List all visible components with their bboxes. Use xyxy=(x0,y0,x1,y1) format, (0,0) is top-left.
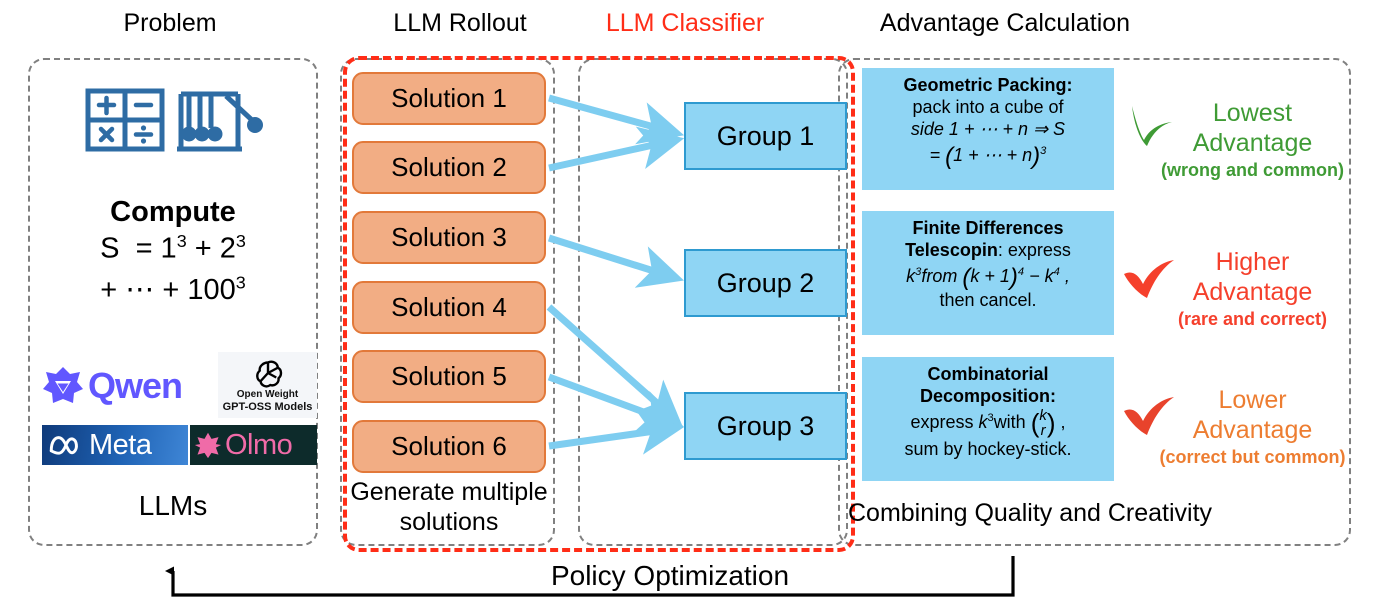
qwen-logo: Qwen xyxy=(42,360,210,412)
olmo-logo: Olmo xyxy=(190,425,317,465)
olmo-mark-icon xyxy=(194,432,222,459)
advantage-body-1-line1: pack into a cube of xyxy=(912,97,1064,117)
calculator-icon xyxy=(85,88,165,152)
meta-logo-text: Meta xyxy=(89,428,152,461)
solution-box-3[interactable]: Solution 3 xyxy=(352,211,546,264)
meta-infinity-icon xyxy=(49,436,78,455)
meta-logo: Meta xyxy=(42,425,188,465)
group-box-2[interactable]: Group 2 xyxy=(684,249,847,317)
header-llm-classifier: LLM Classifier xyxy=(605,9,765,37)
olmo-logo-text: Olmo xyxy=(225,428,293,461)
qwen-logo-text: Qwen xyxy=(88,365,183,406)
advantage-title-3b: Decomposition: xyxy=(919,386,1056,406)
advantage-explanation-2: Finite Differences Telescopin: express k… xyxy=(862,211,1114,335)
advantage-body-1-line3: = (1 + ⋯ + n)3 xyxy=(929,143,1047,170)
advantage-title-3: Combinatorial xyxy=(927,364,1049,384)
advantage-label-3-sub: (correct but common) xyxy=(1159,447,1346,467)
qwen-mark-icon xyxy=(43,367,83,403)
advantage-body-2-line3: then cancel. xyxy=(939,290,1037,310)
advantage-title-2b: Telescopin: express xyxy=(870,239,1106,261)
problem-formula-line1: S = 13 + 23 xyxy=(100,231,246,265)
advantage-label-1-line1: Lowest xyxy=(1212,99,1293,127)
problem-compute-label: Compute xyxy=(110,196,236,228)
advantage-label-3: Lower Advantage (correct but common) xyxy=(1150,385,1355,469)
solution-box-1[interactable]: Solution 1 xyxy=(352,72,546,125)
solution-box-6[interactable]: Solution 6 xyxy=(352,420,546,473)
advantage-title-2: Finite Differences xyxy=(912,218,1064,238)
advantage-label-1-sub: (wrong and common) xyxy=(1161,160,1344,180)
gpt-oss-line2: GPT-OSS Models xyxy=(222,400,313,413)
advantage-label-3-line1: Lower xyxy=(1218,386,1287,414)
red-check-icon xyxy=(1122,258,1178,314)
advantage-label-2-line2: Advantage xyxy=(1192,278,1313,306)
advantage-body-1-line2: side 1 + ⋯ + n ⇒ S xyxy=(910,119,1066,139)
panel-llm-classifier-boundary xyxy=(343,56,855,552)
advantage-label-2-sub: (rare and correct) xyxy=(1177,309,1328,329)
header-problem: Problem xyxy=(123,9,217,37)
advantage-explanation-1: Geometric Packing: pack into a cube of s… xyxy=(862,68,1114,190)
advantage-label-2-line1: Higher xyxy=(1215,248,1290,276)
advantage-explanation-3: Combinatorial Decomposition: express k3w… xyxy=(862,357,1114,481)
advantage-label-2: Higher Advantage (rare and correct) xyxy=(1150,247,1355,331)
newtons-cradle-icon xyxy=(177,91,263,152)
solution-box-5[interactable]: Solution 5 xyxy=(352,350,546,403)
advantage-body-3-line2: sum by hockey-stick. xyxy=(904,439,1072,460)
rollout-caption: Generate multiple solutions xyxy=(350,478,548,536)
panel-problem xyxy=(28,58,318,546)
openai-mark-icon xyxy=(255,360,282,388)
gpt-oss-logo: Open Weight GPT-OSS Models xyxy=(218,352,317,418)
policy-optimization-label: Policy Optimization xyxy=(550,560,790,591)
advantage-title-1: Geometric Packing: xyxy=(903,75,1073,95)
advantage-label-3-line2: Advantage xyxy=(1192,416,1313,444)
header-advantage-calculation: Advantage Calculation xyxy=(879,9,1131,37)
solution-box-4[interactable]: Solution 4 xyxy=(352,281,546,334)
red-check-icon xyxy=(1122,395,1178,451)
advantage-label-1: Lowest Advantage (wrong and common) xyxy=(1150,98,1355,182)
problem-llms-caption: LLMs xyxy=(138,490,208,521)
group-box-3[interactable]: Group 3 xyxy=(684,392,847,460)
advantage-caption: Combining Quality and Creativity xyxy=(848,499,1213,527)
solution-box-2[interactable]: Solution 2 xyxy=(352,141,546,194)
advantage-label-1-line2: Advantage xyxy=(1192,129,1313,157)
gpt-oss-line1: Open Weight xyxy=(236,388,299,400)
problem-icon-group xyxy=(85,86,265,152)
advantage-body-2-line1: : express xyxy=(997,240,1071,260)
advantage-body-2-line2: k3from (k + 1)4 − k4 , xyxy=(906,264,1070,291)
advantage-title-2-bold: Telescopin xyxy=(905,240,998,260)
header-llm-rollout: LLM Rollout xyxy=(393,9,527,37)
group-box-1[interactable]: Group 1 xyxy=(684,102,847,170)
problem-formula-line2: + ⋯ + 1003 xyxy=(100,272,246,306)
